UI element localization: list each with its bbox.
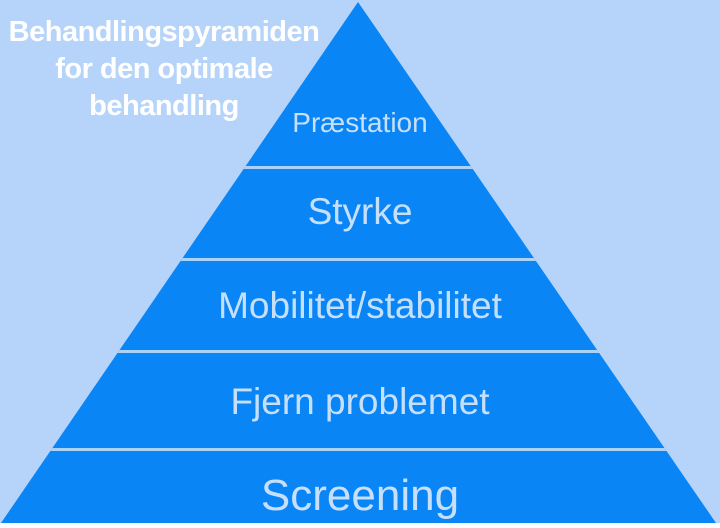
slide-title: Behandlingspyramiden for den optimale be…: [0, 14, 328, 125]
pyramid-layer-label-praestation: Præstation: [292, 107, 428, 138]
layer-divider-2: [1, 258, 716, 261]
slide-title-line-1: Behandlingspyramiden: [8, 16, 320, 48]
layer-divider-4: [1, 448, 716, 451]
pyramid-layer-label-screening: Screening: [260, 471, 460, 520]
layer-divider-1: [1, 166, 716, 169]
pyramid-layer-label-styrke: Styrke: [307, 191, 413, 232]
slide-title-line-3: behandling: [89, 90, 239, 122]
pyramid-layer-label-mobilitet-stabilitet: Mobilitet/stabilitet: [218, 285, 502, 326]
pyramid-layer-label-fjern-problemet: Fjern problemet: [230, 381, 490, 422]
bottom-white-strip: [0, 523, 720, 528]
slide-title-line-2: for den optimale: [55, 53, 273, 85]
layer-divider-3: [1, 350, 716, 353]
